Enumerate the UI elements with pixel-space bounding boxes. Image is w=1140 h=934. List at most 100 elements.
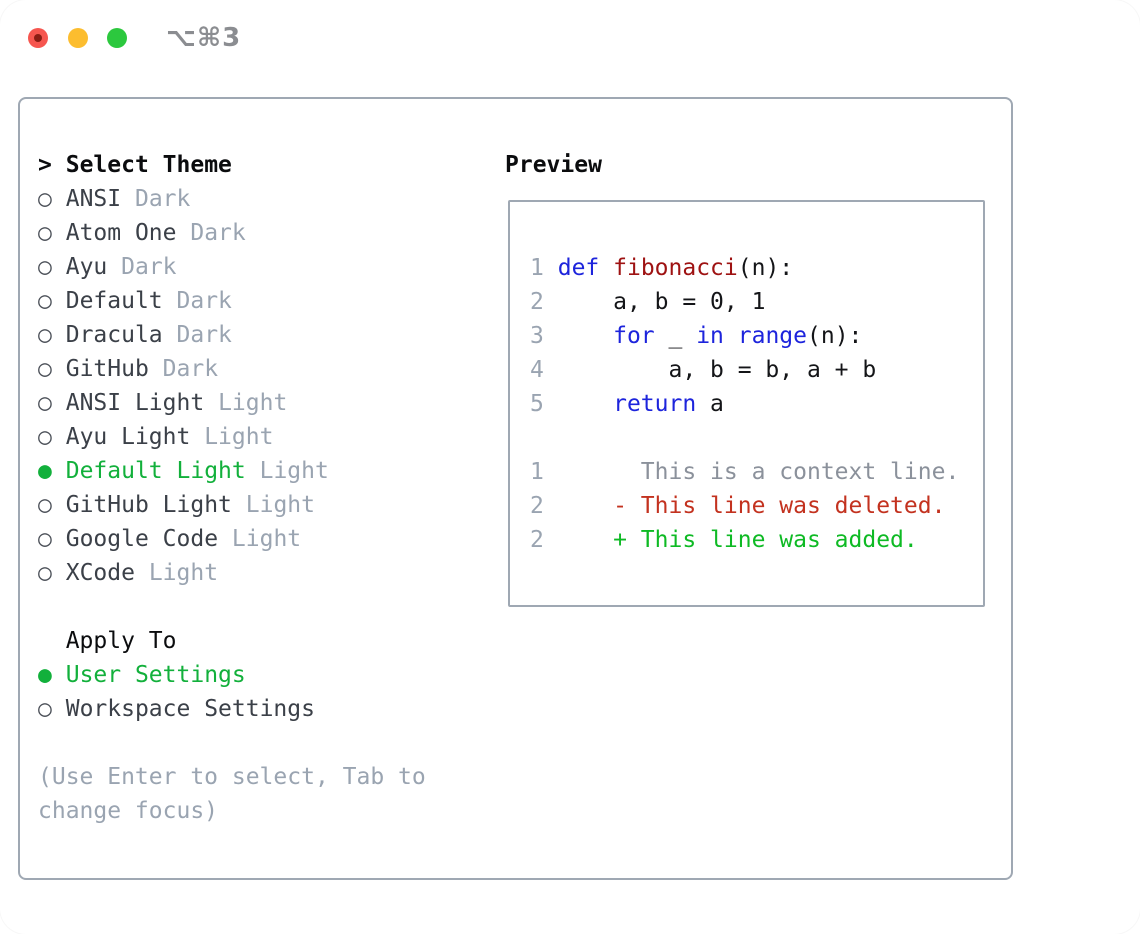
code-token: a <box>696 391 724 417</box>
radio-unselected-icon: ○ <box>38 288 52 314</box>
radio-unselected-icon: ○ <box>38 492 52 518</box>
line-number: 2 <box>530 527 544 553</box>
theme-variant: Dark <box>121 254 177 280</box>
code-line-3: 3 for _ in range(n): <box>530 319 959 353</box>
code-line-1: 1 def fibonacci(n): <box>530 251 959 285</box>
close-dot-icon <box>34 34 42 42</box>
code-token: return <box>613 391 697 417</box>
theme-name: XCode <box>65 560 135 586</box>
code-line-7: 1 This is a context line. <box>530 455 959 489</box>
radio-unselected-icon: ○ <box>38 696 52 722</box>
radio-unselected-icon: ○ <box>38 356 52 382</box>
theme-option-github[interactable]: ○ GitHub Dark <box>38 352 426 386</box>
radio-unselected-icon: ○ <box>38 322 52 348</box>
code-token: a, b = b, a + b <box>557 357 877 383</box>
code-token <box>599 255 613 281</box>
theme-name: Ayu Light <box>65 424 191 450</box>
theme-option-xcode[interactable]: ○ XCode Light <box>38 556 426 590</box>
radio-unselected-icon: ○ <box>38 220 52 246</box>
theme-variant: Dark <box>176 322 232 348</box>
code-line-9: 2 + This line was added. <box>530 523 959 557</box>
apply-option-workspace-settings[interactable]: ○ Workspace Settings <box>38 692 426 726</box>
theme-option-default[interactable]: ○ Default Dark <box>38 284 426 318</box>
apply-option-user-settings[interactable]: ● User Settings <box>38 658 426 692</box>
theme-name: Ayu <box>65 254 108 280</box>
theme-option-google-code[interactable]: ○ Google Code Light <box>38 522 426 556</box>
code-token: (n): <box>737 255 794 281</box>
theme-variant: Light <box>218 390 288 416</box>
code-token: in <box>696 323 724 349</box>
theme-variant: Dark <box>190 220 246 246</box>
minimize-button[interactable] <box>68 28 88 48</box>
radio-unselected-icon: ○ <box>38 424 52 450</box>
code-token: This is a context line. <box>557 459 960 485</box>
theme-name: Dracula <box>65 322 163 348</box>
theme-variant: Dark <box>176 288 232 314</box>
line-number: 2 <box>530 493 544 519</box>
code-token: fibonacci <box>613 255 738 281</box>
radio-unselected-icon: ○ <box>38 526 52 552</box>
code-line-8: 2 - This line was deleted. <box>530 489 959 523</box>
theme-option-github-light[interactable]: ○ GitHub Light Light <box>38 488 426 522</box>
select-theme-label: Select Theme <box>65 152 232 178</box>
code-token <box>558 323 613 349</box>
line-number: 1 <box>530 459 544 485</box>
theme-option-ansi-light[interactable]: ○ ANSI Light Light <box>38 386 426 420</box>
code-token: + This line was added. <box>613 527 918 553</box>
theme-option-ayu[interactable]: ○ Ayu Dark <box>38 250 426 284</box>
code-token <box>558 493 613 519</box>
close-button[interactable] <box>28 28 48 48</box>
theme-name: GitHub <box>65 356 149 382</box>
main-panel: > Select Theme○ ANSI Dark○ Atom One Dark… <box>18 97 1013 880</box>
code-token <box>558 391 613 417</box>
theme-name: ANSI Light <box>65 390 205 416</box>
hint-text: (Use Enter to select, Tab to <box>38 764 426 790</box>
theme-name: Default Light <box>65 458 246 484</box>
radio-unselected-icon: ○ <box>38 186 52 212</box>
line-number: 4 <box>530 357 544 383</box>
code-token: a, b = 0, 1 <box>557 289 766 315</box>
theme-variant: Light <box>245 492 315 518</box>
code-line-2: 2 a, b = 0, 1 <box>530 285 959 319</box>
select-theme-header: > Select Theme <box>38 148 426 182</box>
hint-line-1: (Use Enter to select, Tab to <box>38 760 426 794</box>
theme-name: ANSI <box>65 186 122 212</box>
theme-option-dracula[interactable]: ○ Dracula Dark <box>38 318 426 352</box>
radio-unselected-icon: ○ <box>38 254 52 280</box>
apply-option-label: User Settings <box>65 662 246 688</box>
line-number: 1 <box>530 255 544 281</box>
apply-to-header: Apply To <box>38 624 426 658</box>
theme-variant: Light <box>231 526 302 552</box>
code-blank-line <box>530 421 959 455</box>
radio-unselected-icon: ○ <box>38 390 52 416</box>
hint-text: change focus) <box>38 798 219 824</box>
theme-variant: Dark <box>134 186 191 212</box>
theme-name: GitHub Light <box>65 492 232 518</box>
code-token: range <box>737 323 808 349</box>
theme-option-atom-one[interactable]: ○ Atom One Dark <box>38 216 426 250</box>
code-line-4: 4 a, b = b, a + b <box>530 353 959 387</box>
theme-option-ayu-light[interactable]: ○ Ayu Light Light <box>38 420 426 454</box>
apply-option-label: Workspace Settings <box>65 696 315 722</box>
cursor-indicator: > <box>38 152 52 178</box>
code-token: - This line was deleted. <box>613 493 946 519</box>
line-number: 5 <box>530 391 544 417</box>
code-token <box>558 527 613 553</box>
theme-option-ansi[interactable]: ○ ANSI Dark <box>38 182 426 216</box>
apply-to-label: Apply To <box>65 628 177 654</box>
theme-selector: > Select Theme○ ANSI Dark○ Atom One Dark… <box>38 148 426 828</box>
code-token: for <box>613 323 655 349</box>
line-number: 2 <box>530 289 544 315</box>
radio-selected-icon: ● <box>38 662 52 688</box>
hint-line-2: change focus) <box>38 794 426 828</box>
theme-variant: Dark <box>162 356 219 382</box>
code-token <box>724 323 738 349</box>
radio-selected-icon: ● <box>38 458 52 484</box>
radio-unselected-icon: ○ <box>38 560 52 586</box>
zoom-button[interactable] <box>107 28 127 48</box>
code-token: (n): <box>807 323 863 349</box>
theme-option-default-light[interactable]: ● Default Light Light <box>38 454 426 488</box>
